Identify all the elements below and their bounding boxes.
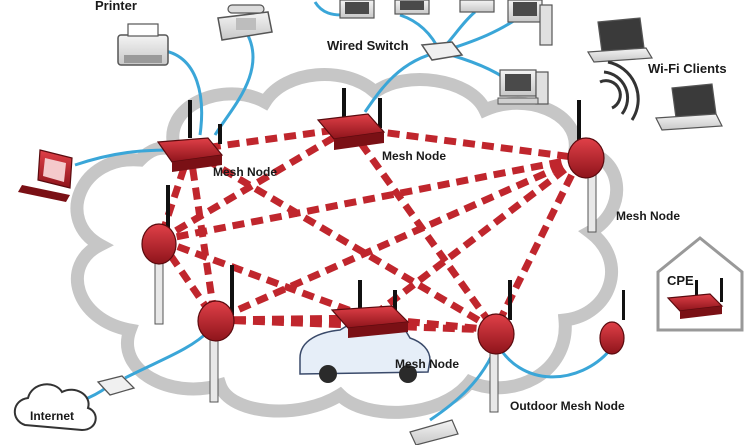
wired-switch-icon: [420, 41, 464, 61]
router-icon: [316, 88, 386, 150]
cable: [429, 354, 494, 422]
desktop-computer-icon: [497, 69, 549, 105]
outdoor-antenna-icon: [197, 265, 235, 403]
outdoor-antenna-icon: [477, 280, 515, 413]
printer-label: Printer: [95, 0, 137, 13]
router-icon: [156, 100, 224, 172]
laptop-icon: [586, 17, 654, 63]
desktop-computer-icon: [18, 149, 73, 202]
outdoor-antenna-icon: [599, 290, 625, 355]
desktop-computer-icon: [459, 0, 495, 13]
mesh-link: [213, 154, 582, 324]
wifi-clients-label: Wi-Fi Clients: [648, 61, 727, 76]
camera-icon: [409, 419, 459, 445]
cable: [493, 339, 612, 379]
desktop-computer-icon: [339, 0, 375, 19]
desktop-computer-icon: [394, 0, 430, 15]
mesh-node-label: Mesh Node: [213, 165, 277, 179]
mesh-node-label: Mesh Node: [382, 149, 446, 163]
mesh-node-label: Mesh Node: [616, 209, 680, 223]
cable: [159, 48, 204, 136]
wifi-signal-icon: [599, 60, 640, 121]
router-icon: [666, 278, 724, 319]
mesh-node-label: Mesh Node: [395, 357, 459, 371]
wired-switch-label: Wired Switch: [327, 38, 409, 53]
cpe-label: CPE: [667, 273, 694, 288]
mesh-link: [367, 155, 583, 321]
laptop-icon: [655, 83, 723, 131]
printer-icon: [117, 23, 169, 66]
router-icon: [330, 280, 410, 338]
modem-icon: [96, 375, 136, 396]
telephone-icon: [217, 4, 273, 41]
mesh-link: [349, 124, 581, 162]
internet-cloud: [13, 383, 97, 432]
desktop-computer-icon: [507, 0, 553, 46]
outdoor-mesh-node-label: Outdoor Mesh Node: [510, 399, 625, 413]
outdoor-antenna-icon: [567, 100, 605, 233]
internet-label: Internet: [30, 409, 74, 423]
outdoor-antenna-icon: [141, 185, 177, 325]
mesh-link: [189, 124, 351, 154]
mesh-link: [159, 154, 581, 244]
mesh-link: [188, 146, 497, 334]
